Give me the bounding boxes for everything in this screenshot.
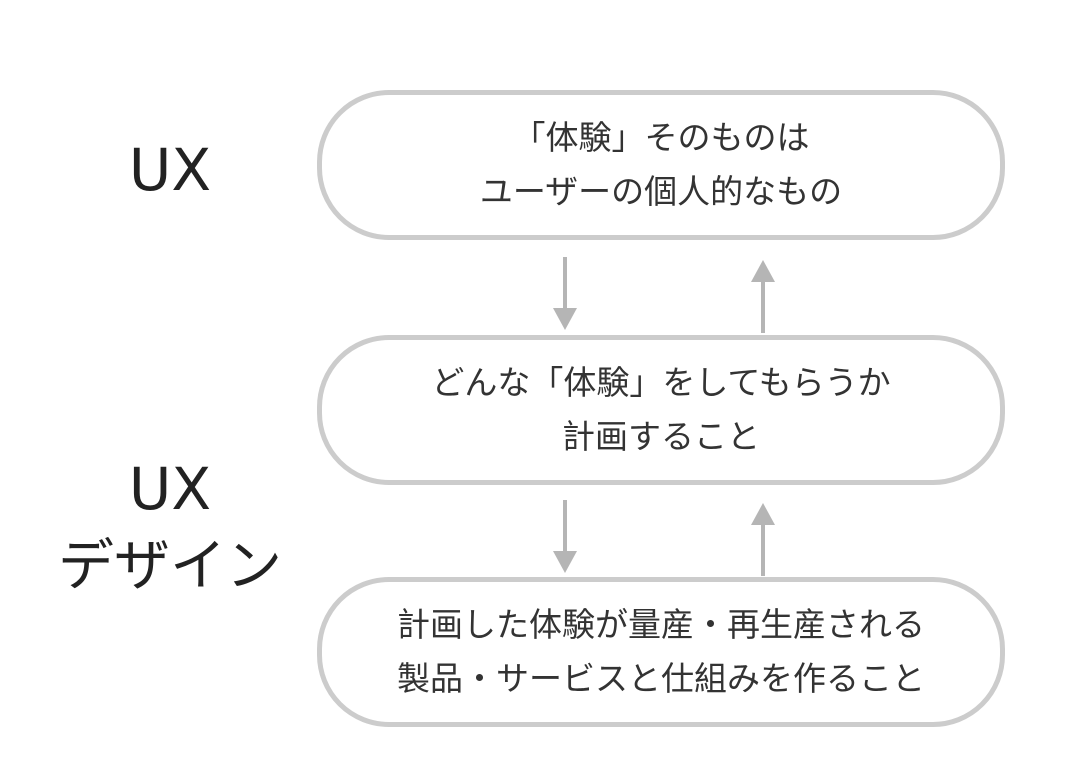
ux-label: UX xyxy=(128,136,212,204)
experience-box-line1: 「体験」そのものは xyxy=(512,117,810,157)
production-box: 計画した体験が量産・再生産される 製品・サービスと仕組みを作ること xyxy=(317,577,1005,727)
arrow-up-2 xyxy=(751,503,775,576)
experience-box-line2: ユーザーの個人的なもの xyxy=(479,172,843,211)
experience-box: 「体験」そのものは ユーザーの個人的なもの xyxy=(317,90,1005,240)
planning-box: どんな「体験」をしてもらうか 計画すること xyxy=(317,335,1005,485)
planning-box-line1: どんな「体験」をしてもらうか xyxy=(431,362,891,402)
arrow-down-2 xyxy=(553,500,577,573)
production-box-line1: 計画した体験が量産・再生産される xyxy=(397,604,925,644)
arrow-down-1 xyxy=(553,257,577,330)
arrow-up-1 xyxy=(751,260,775,333)
ux-design-label-line1: UX xyxy=(128,455,212,523)
planning-box-line2: 計画すること xyxy=(562,417,760,456)
ux-design-label: UX デザイン xyxy=(30,455,310,600)
production-box-line2: 製品・サービスと仕組みを作ること xyxy=(397,659,925,698)
ux-design-label-line2: デザイン xyxy=(58,533,282,599)
